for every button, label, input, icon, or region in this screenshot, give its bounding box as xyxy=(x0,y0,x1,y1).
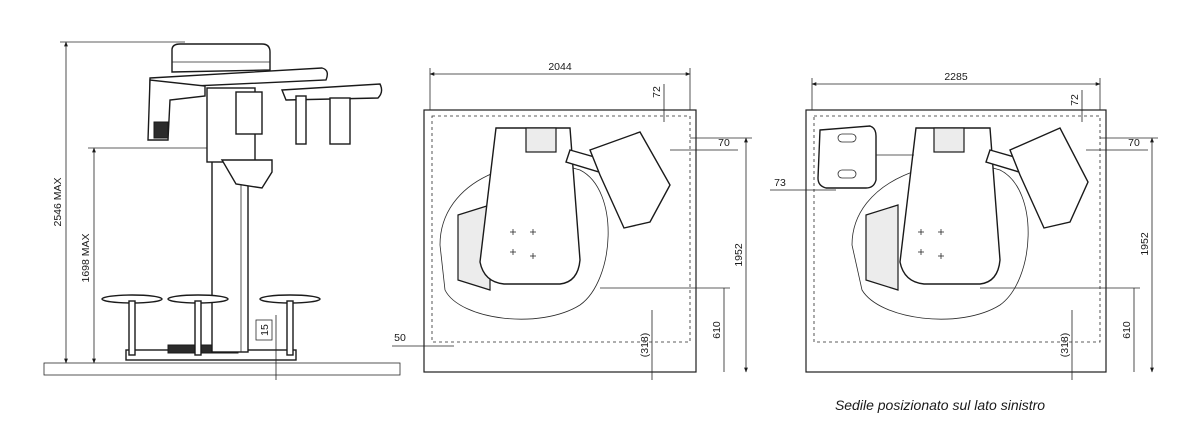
front-label-left: 610 xyxy=(711,321,723,339)
plan-view-left: 2044 72 70 1952 610 (318) 50 xyxy=(392,61,752,380)
inner-label-left: (318) xyxy=(639,333,651,358)
seat-gap-label-right: 73 xyxy=(774,177,786,189)
inner-label-right: (318) xyxy=(1059,333,1071,358)
sensor-box xyxy=(235,91,263,135)
total-height-label: 2546 MAX xyxy=(52,177,64,226)
rotation-envelope-left xyxy=(439,163,609,320)
foot-label-box xyxy=(255,319,273,341)
side-view: 2546 MAX 1698 MAX xyxy=(43,41,401,380)
depth-label-left: 1952 xyxy=(733,243,745,267)
chin-support-left xyxy=(525,127,557,153)
rotation-envelope-right xyxy=(851,163,1029,320)
plan-view-right: 2285 72 70 73 1952 610 (318) xyxy=(770,71,1158,413)
foot-label: 15 xyxy=(259,324,271,336)
front-label-right: 610 xyxy=(1121,321,1133,339)
seat-right xyxy=(817,125,877,189)
caption: Sedile posizionato sul lato sinistro xyxy=(835,397,1045,413)
room-outline-right xyxy=(805,109,1107,373)
top-head xyxy=(171,43,271,73)
arm-height-label: 1698 MAX xyxy=(80,233,92,282)
width-label-left: 2044 xyxy=(548,61,572,73)
patient-platform-left xyxy=(479,127,581,285)
ceph-holder-right xyxy=(329,97,351,145)
patient-platform-right xyxy=(899,127,1001,285)
chin-support-right xyxy=(933,127,965,153)
stool-3-leg xyxy=(286,300,294,356)
width-label-right: 2285 xyxy=(944,71,968,83)
right-gap-label-right: 70 xyxy=(1128,137,1140,149)
stool-1-leg xyxy=(128,300,136,356)
tube-unit-right xyxy=(865,204,899,291)
ceph-unit-right xyxy=(1009,127,1089,229)
floor-plate xyxy=(43,362,401,376)
room-inner-right xyxy=(813,115,1101,343)
chin-rest xyxy=(220,159,273,189)
column xyxy=(211,159,249,353)
platform-marks-right xyxy=(918,229,944,259)
top-gap-label-left: 72 xyxy=(651,86,663,98)
seat-handle-bottom xyxy=(837,169,857,179)
stools xyxy=(101,294,321,356)
right-gap-label-left: 70 xyxy=(718,137,730,149)
stool-2-leg xyxy=(194,300,202,356)
top-gap-label-right: 72 xyxy=(1069,94,1081,106)
ceph-arm xyxy=(280,83,383,101)
room-outline-left xyxy=(423,109,697,373)
seat-handle-top xyxy=(837,133,857,143)
tube-head xyxy=(153,121,169,139)
room-inner-left xyxy=(431,115,691,343)
seat-left xyxy=(589,131,671,229)
rotating-arm xyxy=(149,67,329,89)
left-gap-label-left: 50 xyxy=(394,332,406,344)
depth-label-right: 1952 xyxy=(1139,232,1151,256)
platform-marks-left xyxy=(510,229,536,259)
ceph-holder-left xyxy=(295,95,307,145)
